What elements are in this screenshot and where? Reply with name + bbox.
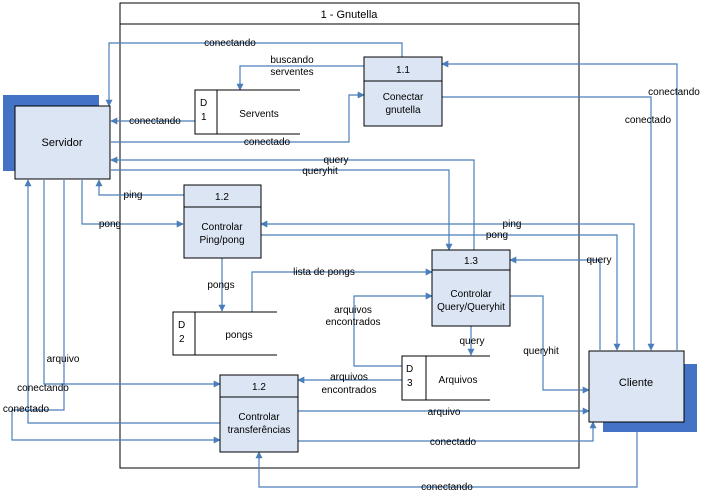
flow-label-conectado-cliente: conectado xyxy=(625,115,672,126)
store-arquivos-number: 3 xyxy=(407,378,413,389)
flow-labels: conectando buscando serventes conectando… xyxy=(3,38,700,493)
flow-label-lista-pongs: lista de pongs xyxy=(293,267,355,278)
process-ping-id: 1.2 xyxy=(215,192,229,203)
flow-query-right-line xyxy=(509,256,601,350)
flow-label-arquivos-enc-2: encontrados xyxy=(325,317,380,328)
flow-query-top-line xyxy=(110,156,475,250)
flow-label-query-store: query xyxy=(459,336,484,347)
servidor-label: Servidor xyxy=(42,137,83,149)
flow-label-arquivos-mid-2: encontrados xyxy=(321,385,376,396)
flow-label-conectando-cliente: conectando xyxy=(648,87,700,98)
flow-label-conectado-bottom: conectado xyxy=(430,437,477,448)
flow-label-arquivos-mid-1: arquivos xyxy=(330,372,368,383)
flow-label-pongs: pongs xyxy=(207,280,234,291)
process-query-id: 1.3 xyxy=(464,256,478,267)
flow-label-conectado-servidor: conectado xyxy=(244,137,291,148)
process-ping-name-2: Ping/pong xyxy=(199,235,244,246)
flow-conectado-servidor-line xyxy=(111,91,365,143)
flow-lines xyxy=(11,42,678,488)
process-controlar-transferencias: 1.2 Controlar transferências xyxy=(219,374,299,453)
flow-label-conectado-left: conectado xyxy=(3,404,50,415)
flow-label-ping-left: ping xyxy=(124,190,143,201)
flow-pong-left-line xyxy=(81,180,184,228)
flow-conectado-cliente-line xyxy=(442,96,655,351)
flow-queryhit-right-line xyxy=(510,295,590,394)
process-controlar-query-queryhit: 1.3 Controlar Query/Queryhit xyxy=(431,249,511,327)
flow-ping-left-line xyxy=(95,179,184,196)
flow-label-arquivos-enc-1: arquivos xyxy=(334,305,372,316)
store-pongs-letter: D xyxy=(178,320,185,331)
flow-label-conectando-top: conectando xyxy=(204,38,256,49)
flow-label-queryhit-right: queryhit xyxy=(523,346,559,357)
store-arquivos-letter: D xyxy=(406,364,413,375)
flow-label-conectando-servents: conectando xyxy=(129,116,181,127)
flow-label-conectando-left: conectando xyxy=(17,383,69,394)
flow-label-arquivo-right: arquivo xyxy=(428,407,461,418)
store-pongs-number: 2 xyxy=(179,334,185,345)
flow-queryhit-top-line xyxy=(111,169,453,251)
flow-pong-right-line xyxy=(261,234,621,351)
cliente-label: Cliente xyxy=(619,377,653,389)
flow-conectado-left-line xyxy=(11,180,221,444)
process-conectar-gnutella: 1.1 Conectar gnutella xyxy=(363,56,443,127)
process-conectar-id: 1.1 xyxy=(396,65,410,76)
cliente-entity: Cliente xyxy=(588,350,697,432)
system-title: 1 - Gnutella xyxy=(321,9,379,21)
store-servents-letter: D xyxy=(200,98,207,109)
flow-label-pong-left: pong xyxy=(99,219,121,230)
flow-buscando-line xyxy=(236,65,365,91)
flow-label-arquivo-left: arquivo xyxy=(47,354,80,365)
store-pongs-name: pongs xyxy=(225,330,252,341)
flow-label-ping-right: ping xyxy=(503,219,522,230)
flow-lista-pongs-line xyxy=(251,268,433,312)
process-query-name-2: Query/Queryhit xyxy=(437,302,505,313)
flow-conectando-left-line xyxy=(24,179,222,424)
process-transfer-name-1: Controlar xyxy=(238,412,280,423)
flow-ping-right-line xyxy=(260,220,635,350)
flow-conectando-cliente-line xyxy=(441,60,678,350)
process-controlar-ping-pong: 1.2 Controlar Ping/pong xyxy=(183,184,262,259)
flow-label-query-top: query xyxy=(323,155,348,166)
store-pongs: D 2 pongs xyxy=(172,311,277,356)
flow-label-queryhit-top: queryhit xyxy=(302,166,338,177)
flow-arquivos-encontrados-line xyxy=(353,292,433,367)
flow-label-buscando-1: buscando xyxy=(270,55,314,66)
flow-arquivo-left-line xyxy=(43,180,221,388)
process-conectar-name-1: Conectar xyxy=(383,92,424,103)
process-transfer-id: 1.2 xyxy=(252,382,266,393)
process-conectar-name-2: gnutella xyxy=(385,105,420,116)
store-servents-number: 1 xyxy=(201,112,207,123)
store-servents: D 1 Servents xyxy=(194,89,300,135)
process-transfer-name-2: transferências xyxy=(228,425,291,436)
store-arquivos: D 3 Arquivos xyxy=(401,355,490,401)
flow-label-conectando-bottom: conectando xyxy=(421,482,473,493)
flow-conectando-bottom-line xyxy=(255,432,638,488)
process-query-name-1: Controlar xyxy=(450,289,492,300)
flow-conectando-top-line xyxy=(105,42,403,107)
store-servents-name: Servents xyxy=(239,109,278,120)
store-arquivos-name: Arquivos xyxy=(439,375,478,386)
servidor-entity: Servidor xyxy=(3,95,111,180)
flow-conectado-bottom-line xyxy=(298,421,597,442)
flow-label-buscando-2: serventes xyxy=(270,67,313,78)
process-ping-name-1: Controlar xyxy=(201,222,243,233)
flow-label-query-right: query xyxy=(586,255,611,266)
flow-label-pong-right: pong xyxy=(486,230,508,241)
